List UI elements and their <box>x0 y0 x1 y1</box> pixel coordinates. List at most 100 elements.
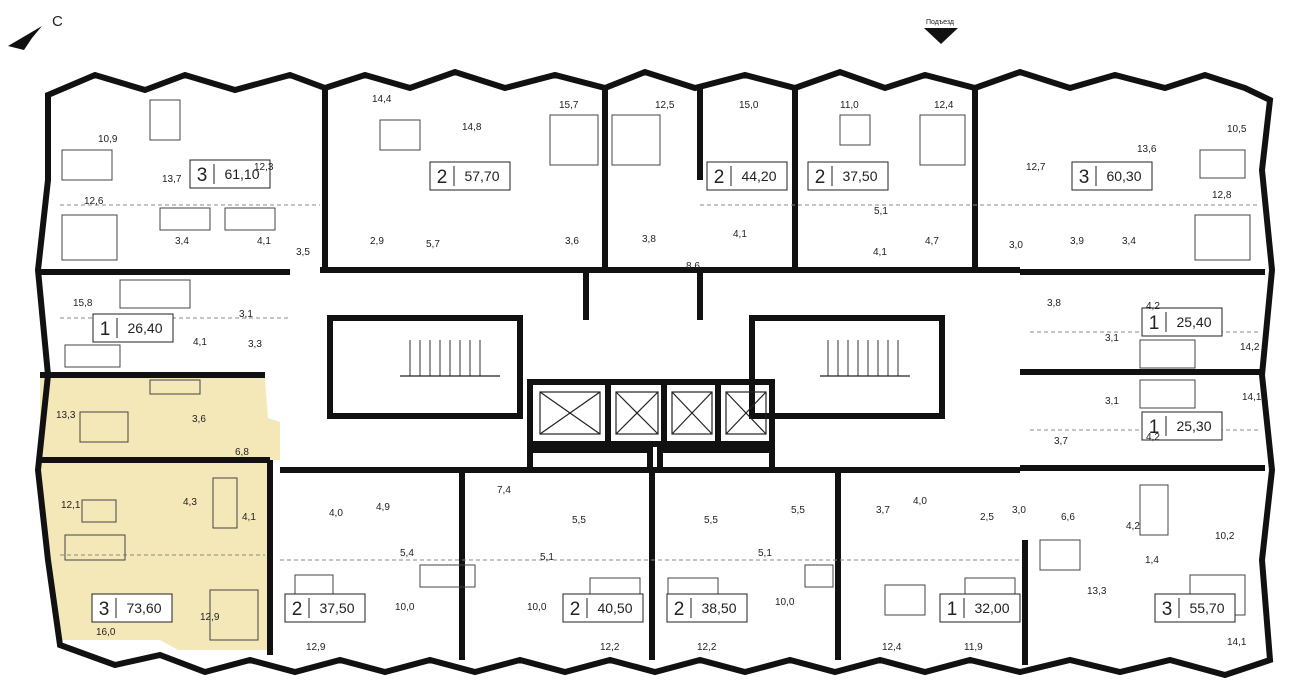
room-area-label: 12,7 <box>1026 162 1046 173</box>
unit-total-area: 32,00 <box>974 600 1009 616</box>
room-area-label: 8,6 <box>686 261 700 272</box>
room-area-label: 10,0 <box>395 602 415 613</box>
room-area-label: 3,1 <box>239 309 253 320</box>
room-area-label: 10,9 <box>98 134 118 145</box>
entrance-marker: Подъезд <box>924 19 958 44</box>
room-area-label: 12,6 <box>84 196 104 207</box>
room-area-label: 12,4 <box>934 100 954 111</box>
entrance-label: Подъезд <box>926 19 954 26</box>
room-area-label: 3,4 <box>1122 236 1136 247</box>
room-area-label: 15,8 <box>73 298 93 309</box>
room-area-label: 4,1 <box>733 229 747 240</box>
room-area-label: 4,2 <box>1146 432 1160 443</box>
unit-total-area: 26,40 <box>127 320 162 336</box>
unit-total-area: 37,50 <box>319 600 354 616</box>
room-area-label: 12,4 <box>882 642 902 653</box>
room-area-label: 14,1 <box>1242 392 1262 403</box>
room-area-label: 11,9 <box>964 642 983 653</box>
room-area-label: 6,6 <box>1061 512 1075 523</box>
room-area-label: 4,1 <box>193 337 207 348</box>
room-area-label: 3,7 <box>876 505 890 516</box>
compass: С <box>8 13 63 50</box>
unit-room-count: 1 <box>1149 417 1160 438</box>
furniture <box>61 99 1251 641</box>
room-area-label: 3,8 <box>1047 298 1061 309</box>
room-area-label: 4,7 <box>925 236 939 247</box>
room-area-label: 10,5 <box>1227 124 1247 135</box>
unit-badge-frame <box>92 313 174 343</box>
room-area-label: 14,8 <box>462 122 482 133</box>
building-outline <box>34 68 1276 679</box>
unit-total-area: 40,50 <box>597 600 632 616</box>
room-area-label: 12,1 <box>61 500 81 511</box>
room-area-label: 12,3 <box>254 162 274 173</box>
highlighted-apartment[interactable] <box>40 378 280 650</box>
unit-badge-frame <box>91 593 173 623</box>
room-area-label: 3,8 <box>642 234 656 245</box>
room-area-label: 3,1 <box>1105 396 1119 407</box>
room-area-label: 4,2 <box>1146 301 1160 312</box>
room-area-label: 4,2 <box>1126 521 1140 532</box>
unit-badge-frame <box>666 593 748 623</box>
entrance-arrow-icon <box>924 28 958 44</box>
room-area-label: 15,0 <box>739 100 759 111</box>
room-area-label: 11,0 <box>840 100 859 111</box>
unit-total-area: 37,50 <box>842 168 877 184</box>
room-area-label: 14,4 <box>372 94 392 105</box>
room-area-label: 4,3 <box>183 497 197 508</box>
unit-room-count: 3 <box>197 165 208 186</box>
compass-letter: С <box>52 13 63 30</box>
room-area-label: 3,5 <box>296 247 310 258</box>
unit-badge-frame <box>807 161 889 191</box>
room-area-label: 6,8 <box>235 447 249 458</box>
unit-badge-frame <box>429 161 511 191</box>
room-area-label: 5,7 <box>426 239 440 250</box>
room-area-label: 3,7 <box>1054 436 1068 447</box>
room-area-label: 10,0 <box>527 602 547 613</box>
room-area-label: 12,2 <box>600 642 620 653</box>
room-area-label: 12,8 <box>1212 190 1232 201</box>
unit-badge-frame <box>1141 411 1223 441</box>
unit-total-area: 25,30 <box>1176 418 1211 434</box>
unit-total-area: 38,50 <box>701 600 736 616</box>
room-area-label: 4,1 <box>873 247 887 258</box>
room-area-label: 3,0 <box>1012 505 1026 516</box>
unit-room-count: 3 <box>99 599 110 620</box>
room-area-label: 4,9 <box>376 502 390 513</box>
room-area-label: 14,2 <box>1240 342 1260 353</box>
room-area-label: 5,4 <box>400 548 414 559</box>
room-area-label: 3,0 <box>1009 240 1023 251</box>
unit-room-count: 1 <box>947 599 958 620</box>
room-area-label: 5,1 <box>874 206 888 217</box>
unit-room-count: 2 <box>570 599 581 620</box>
room-area-label: 4,0 <box>329 508 343 519</box>
unit-badge-frame <box>706 161 788 191</box>
unit-badge-frame <box>1154 593 1236 623</box>
room-area-label: 14,1 <box>1227 637 1247 648</box>
unit-badge-frame <box>284 593 366 623</box>
room-area-label: 3,6 <box>565 236 579 247</box>
unit-total-area: 73,60 <box>126 600 161 616</box>
room-area-label: 7,4 <box>497 485 511 496</box>
room-area-label: 12,9 <box>200 612 220 623</box>
unit-total-area: 60,30 <box>1106 168 1141 184</box>
room-area-label: 3,3 <box>248 339 262 350</box>
room-area-label: 4,0 <box>913 496 927 507</box>
room-area-label: 4,1 <box>242 512 256 523</box>
room-area-label: 5,5 <box>704 515 718 526</box>
